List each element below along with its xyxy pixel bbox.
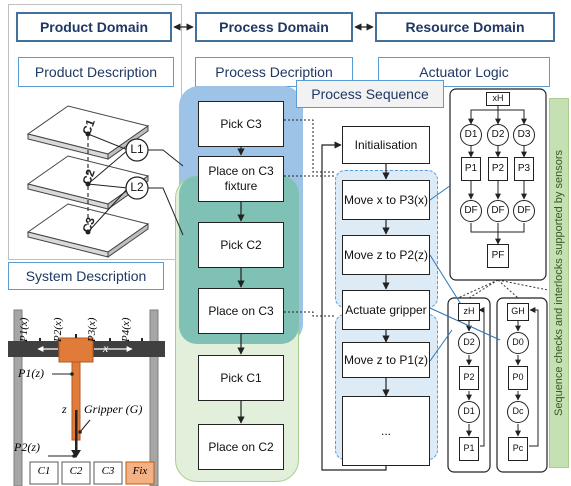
sequence-step-actuate: Actuate gripper [342,290,430,330]
node-p3: P3 [514,157,534,181]
node-right-p0: P0 [508,366,528,390]
node-df3: DF [513,200,535,222]
sequence-step-move-z-p1-visible: Move z to P1(z) [342,342,430,378]
node-p2: P2 [488,157,508,181]
system-drawing [8,309,165,486]
process-domain-header: Process Domain [195,12,353,42]
process-sequence-label: Process Sequence [296,80,444,108]
sidebar-text: Sequence checks and interlocks supported… [553,150,565,416]
node-left-d2: D2 [458,332,480,354]
label-l1: L1 [130,142,144,156]
process-step-place-c3: Place on C3 [198,288,284,334]
sequence-step-move-z-p2: Move z to P2(z) [342,235,430,275]
slot-c1-label: C1 [37,465,51,477]
node-right-pc: Pc [508,437,528,461]
node-p1: P1 [461,157,481,181]
pos-p2x: P2(x) [52,317,64,342]
node-df2: DF [487,200,509,222]
p2z-label: P2(z) [14,440,40,454]
node-right-d0: D0 [507,332,529,354]
node-left-d1: D1 [458,401,480,423]
node-d2: D2 [487,124,509,146]
sequence-checks-sidebar: Sequence checks and interlocks supported… [549,98,569,468]
process-step-pick-c2: Pick C2 [198,222,284,268]
gripper-label: Gripper (G) [84,402,143,416]
sequence-step-ellipsis: ... [342,396,430,466]
gantry-carriage [58,337,94,363]
process-step-pick-c1: Pick C1 [198,355,284,401]
node-d1: D1 [460,124,482,146]
pos-p3x: P3(x) [86,317,98,342]
node-d3: D3 [513,124,535,146]
process-step-place-c3-fixture: Place on C3 fixture [198,156,284,202]
p1z-label: P1(z) [18,366,44,380]
slot-c1 [29,461,59,485]
slot-c3 [93,461,123,485]
node-left-p2: P2 [459,366,479,390]
resource-domain-header: Resource Domain [375,12,555,42]
node-left-p1: P1 [459,437,479,461]
slot-c2 [61,461,91,485]
sequence-step-initialisation: Initialisation [342,126,430,164]
axis-x-label: x [103,341,109,355]
node-zh: zH [458,303,480,321]
system-description-label: System Description [8,262,164,290]
node-right-dc: Dc [507,401,529,423]
slot-c3-label: C3 [101,465,115,477]
product-description-label: Product Description [18,57,174,87]
pos-p4x: P4(x) [120,317,132,342]
product-parts [26,105,150,258]
node-pf: PF [487,244,509,268]
node-df1: DF [460,200,482,222]
pos-p1x: P1(x) [18,317,30,342]
label-l2: L2 [130,180,144,194]
axis-z-label: z [62,402,67,416]
slot-fix [125,461,155,485]
process-step-pick-c3: Pick C3 [198,101,284,147]
slot-fix-label: Fix [132,465,148,477]
slot-c2-label: C2 [69,465,83,477]
product-domain-header: Product Domain [16,12,172,42]
node-gh: GH [507,303,529,321]
node-xh: xH [486,92,510,106]
sequence-step-move-x: Move x to P3(x) [342,180,430,220]
process-step-place-c2: Place on C2 [198,424,284,470]
